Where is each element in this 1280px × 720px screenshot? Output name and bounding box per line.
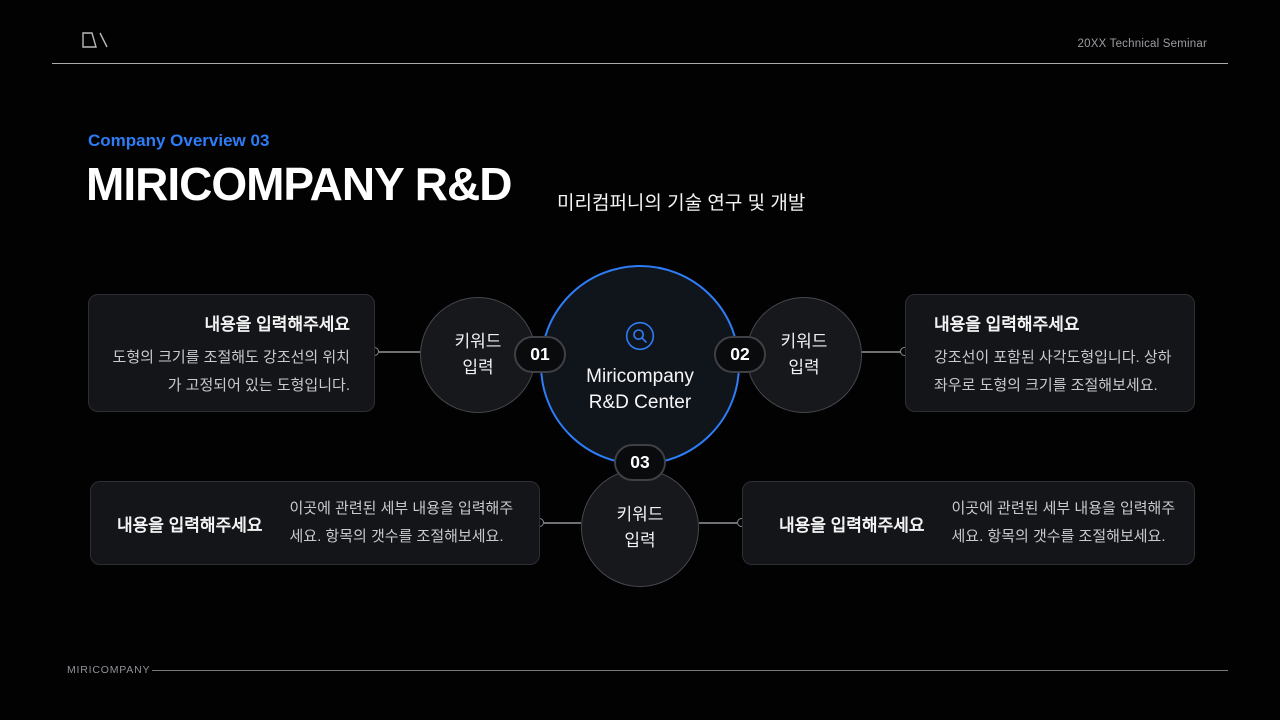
page-subtitle: 미리컴퍼니의 기술 연구 및 개발 <box>557 193 806 214</box>
card-body-line: 이곳에 관련된 세부 내용을 입력해주 <box>289 500 514 517</box>
connector-line-top-left <box>379 351 421 353</box>
card-body-line: 세요. 항목의 갯수를 조절해보세요. <box>289 528 504 545</box>
card-body: 이곳에 관련된 세부 내용을 입력해주 세요. 항목의 갯수를 조절해보세요. <box>289 495 513 551</box>
keyword-label-line1: 키워드 <box>780 332 828 351</box>
keyword-label-line2: 입력 <box>462 358 494 377</box>
center-label-line1: Miricompany <box>586 366 694 387</box>
keyword-circle-bottom: 키워드 입력 <box>581 469 699 587</box>
card-body-line: 가 고정되어 있는 도형입니다. <box>167 377 350 394</box>
card-bottom-left: 내용을 입력해주세요 이곳에 관련된 세부 내용을 입력해주 세요. 항목의 갯… <box>90 481 540 565</box>
card-body-line: 도형의 크기를 조절해도 강조선의 위치 <box>112 349 350 366</box>
card-body-line: 강조선이 포함된 사각도형입니다. 상하 <box>934 349 1172 366</box>
keyword-label-line2: 입력 <box>788 358 820 377</box>
miricompany-logo-icon <box>80 30 114 55</box>
card-body-line: 세요. 항목의 갯수를 조절해보세요. <box>951 528 1166 545</box>
step-badge-01: 01 <box>514 336 566 373</box>
section-eyebrow: Company Overview 03 <box>88 131 270 150</box>
card-title: 내용을 입력해주세요 <box>204 315 350 334</box>
center-circle: Miricompany R&D Center <box>540 265 740 465</box>
card-top-right: 내용을 입력해주세요 강조선이 포함된 사각도형입니다. 상하 좌우로 도형의 … <box>905 294 1195 412</box>
connector-line-bottom-left <box>544 522 581 524</box>
card-body-line: 좌우로 도형의 크기를 조절해보세요. <box>934 377 1158 394</box>
card-bottom-right: 내용을 입력해주세요 이곳에 관련된 세부 내용을 입력해주 세요. 항목의 갯… <box>742 481 1195 565</box>
card-body-line: 이곳에 관련된 세부 내용을 입력해주 <box>951 500 1176 517</box>
card-title: 내용을 입력해주세요 <box>117 515 263 535</box>
connector-line-bottom-right <box>699 522 737 524</box>
footer-divider <box>152 670 1228 671</box>
seminar-label: 20XX Technical Seminar <box>1077 38 1207 50</box>
page-title: MIRICOMPANY R&D <box>86 158 512 210</box>
step-badge-03: 03 <box>614 444 666 481</box>
card-title: 내용을 입력해주세요 <box>779 515 925 535</box>
step-badge-02: 02 <box>714 336 766 373</box>
search-icon <box>625 321 655 351</box>
keyword-circle-left: 키워드 입력 <box>420 297 536 413</box>
keyword-label-line1: 키워드 <box>454 332 502 351</box>
connector-line-top-right <box>861 351 901 353</box>
header-divider <box>52 63 1228 64</box>
card-body: 이곳에 관련된 세부 내용을 입력해주 세요. 항목의 갯수를 조절해보세요. <box>951 495 1175 551</box>
keyword-label-line1: 키워드 <box>616 505 664 524</box>
card-top-left: 내용을 입력해주세요 도형의 크기를 조절해도 강조선의 위치 가 고정되어 있… <box>88 294 375 412</box>
keyword-label-line2: 입력 <box>624 531 656 550</box>
center-label-line2: R&D Center <box>588 392 692 413</box>
card-title: 내용을 입력해주세요 <box>934 315 1080 334</box>
footer-brand: MIRICOMPANY <box>67 664 151 676</box>
